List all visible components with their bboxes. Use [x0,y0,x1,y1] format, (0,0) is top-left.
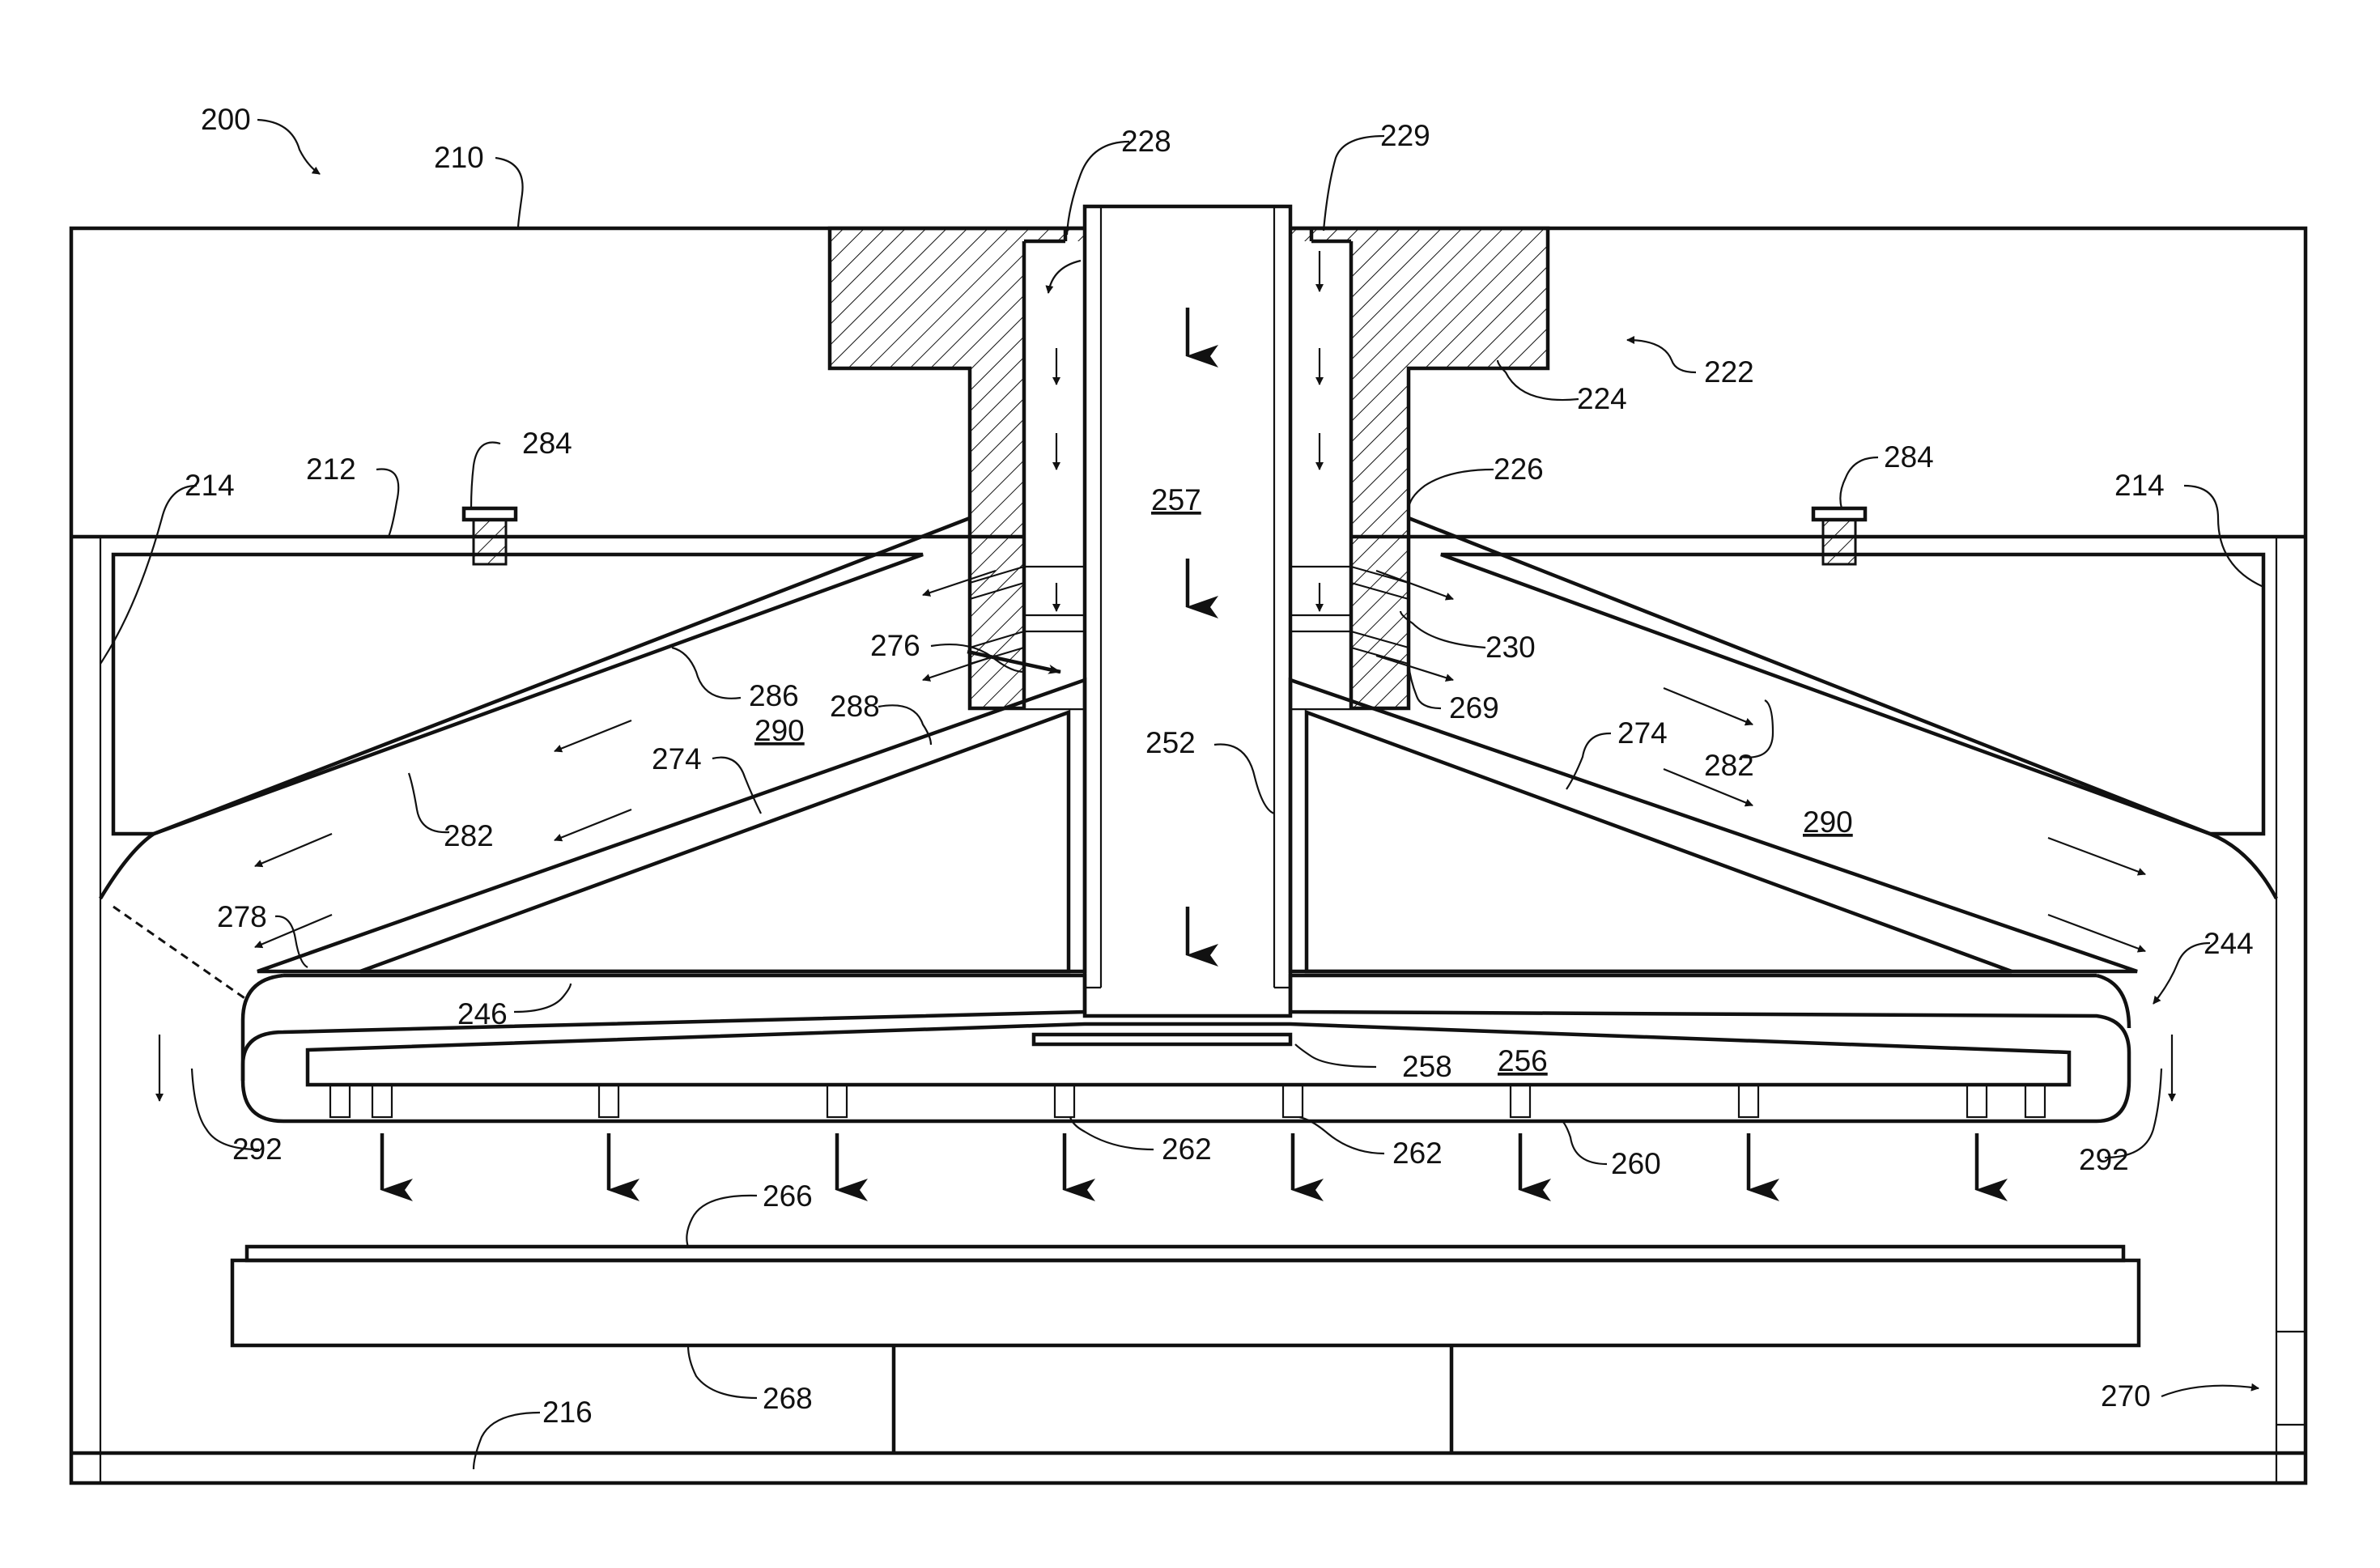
label-284-left: 284 [522,427,572,460]
label-224: 224 [1577,382,1627,415]
label-260: 260 [1611,1147,1661,1180]
label-210: 210 [434,141,484,174]
label-229: 229 [1380,119,1430,152]
nozzles [330,1085,2045,1117]
label-292-right: 292 [2079,1143,2129,1176]
label-290-left: 290 [754,714,805,747]
label-290-right: 290 [1803,805,1853,839]
substrate-support [232,1247,2139,1453]
label-262-b: 262 [1392,1137,1443,1170]
label-212: 212 [306,453,356,486]
label-252: 252 [1145,726,1196,759]
label-270: 270 [2101,1379,2151,1413]
label-276: 276 [870,629,920,662]
label-222: 222 [1704,355,1754,389]
label-230: 230 [1485,631,1536,664]
label-200: 200 [201,103,251,136]
label-284-right: 284 [1884,440,1934,474]
label-274-right: 274 [1617,716,1668,750]
label-268: 268 [763,1382,813,1415]
label-286: 286 [749,679,799,712]
label-282-right: 282 [1704,749,1754,782]
label-214-right: 214 [2114,469,2165,502]
label-244: 244 [2204,927,2254,960]
label-274-left: 274 [652,742,702,776]
label-246: 246 [457,997,508,1030]
label-256: 256 [1498,1044,1548,1077]
label-214-left: 214 [185,469,235,502]
label-262-a: 262 [1162,1132,1212,1166]
label-269: 269 [1449,691,1499,725]
label-278: 278 [217,900,267,933]
label-258: 258 [1402,1050,1452,1083]
label-226: 226 [1494,453,1544,486]
label-257: 257 [1151,483,1201,516]
label-216: 216 [542,1396,593,1429]
label-266: 266 [763,1179,813,1213]
label-282-left: 282 [444,819,494,852]
label-288: 288 [830,690,880,723]
label-292-left: 292 [232,1132,283,1166]
label-228: 228 [1121,125,1171,158]
